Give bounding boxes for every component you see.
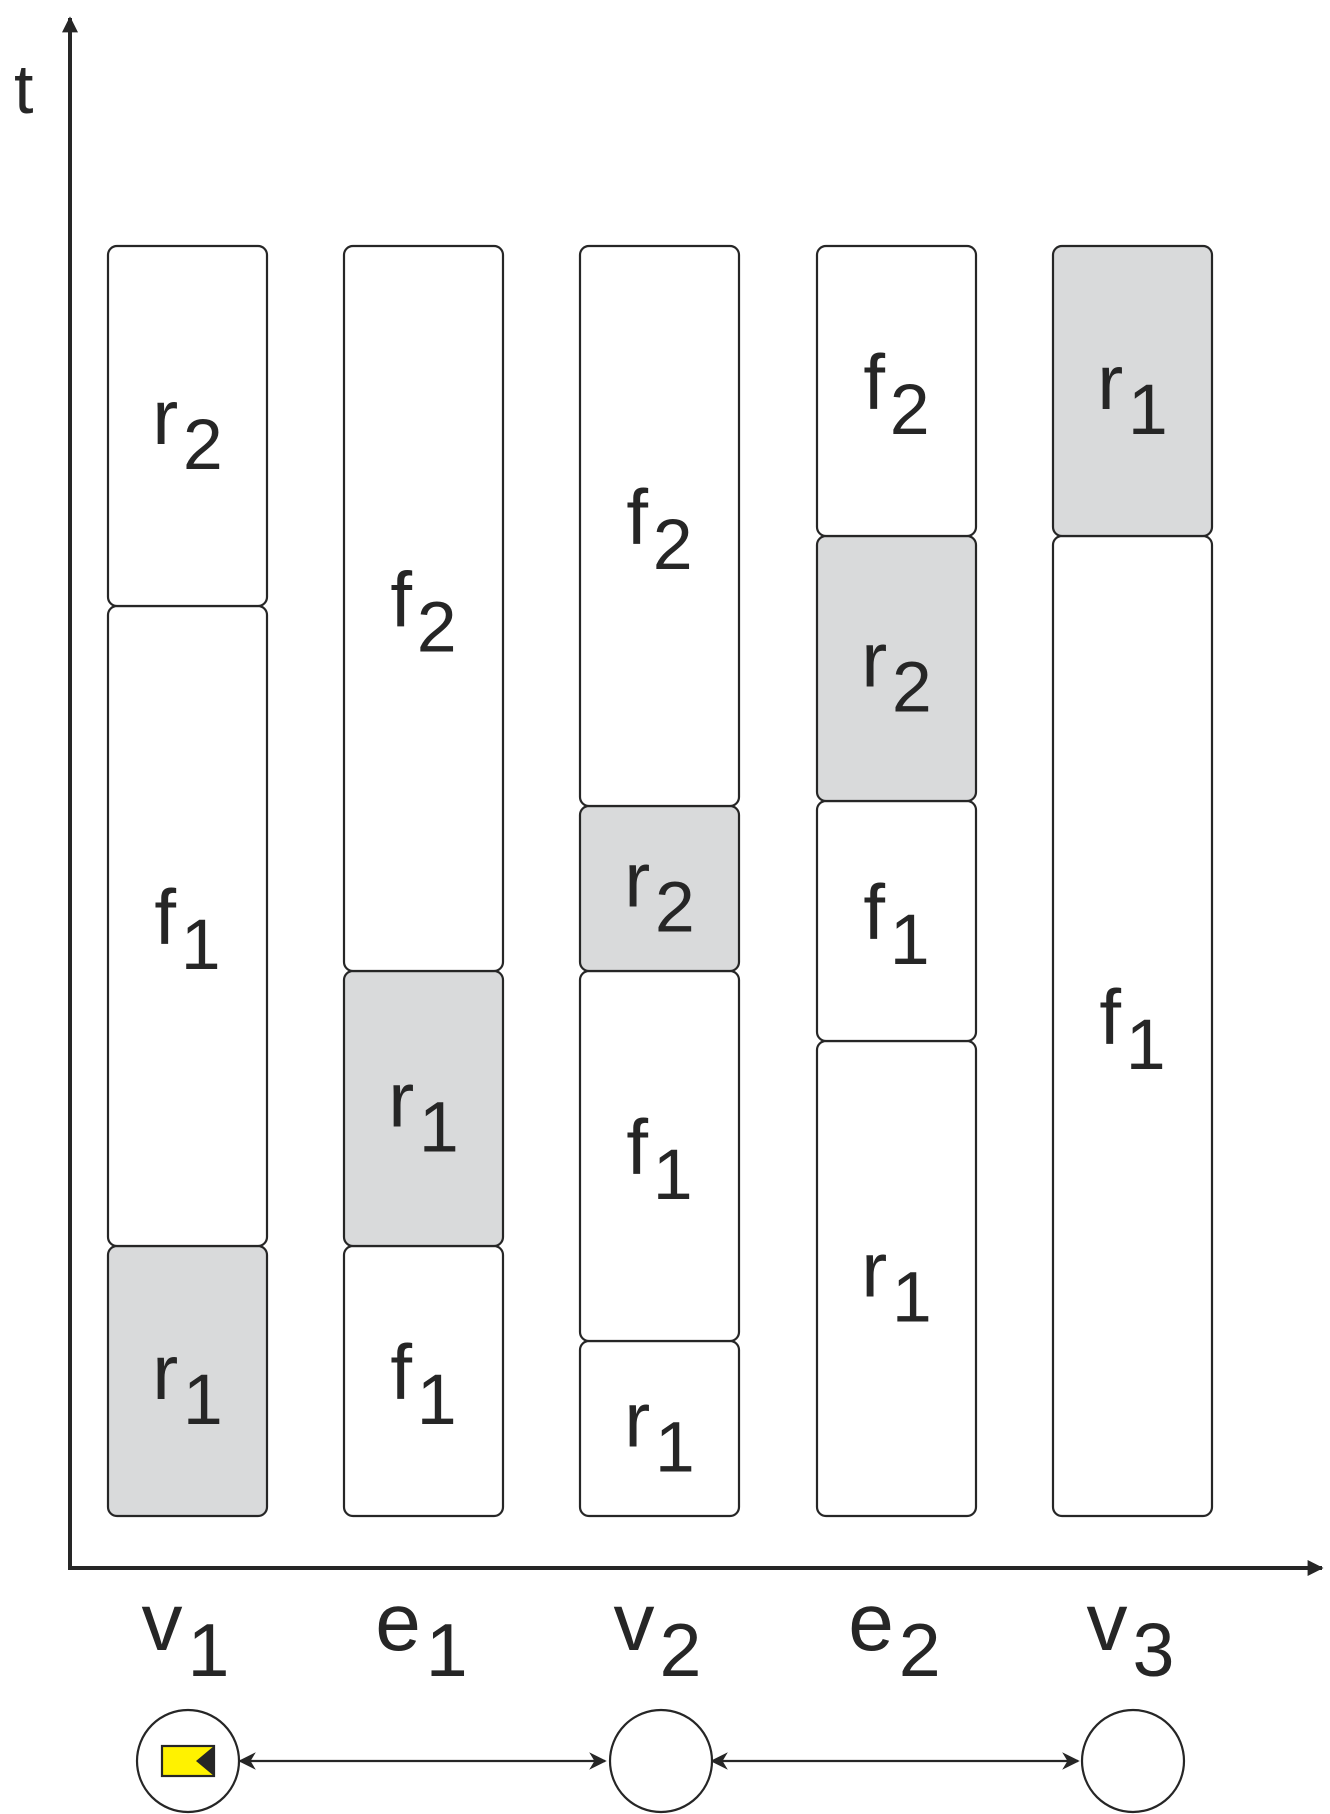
block-v1-r2: [106, 244, 269, 608]
block-label-v1-f1: f1: [154, 873, 220, 985]
time-axis-label: t: [14, 50, 33, 128]
block-label-e2-f1: f1: [863, 868, 929, 980]
block-e2-f2: [815, 244, 978, 538]
column-labels: v1 e1 v2 e2 v3: [142, 1577, 1175, 1692]
block-label-e2-f2: f2: [863, 338, 929, 450]
column-label-v1: v1: [142, 1577, 230, 1692]
block-v2-f2: [578, 244, 741, 808]
column-label-e2: e2: [848, 1577, 940, 1692]
block-label-e1-r1: r1: [388, 1056, 459, 1168]
block-label-v2-f1: f1: [626, 1103, 692, 1215]
block-label-v2-r2: r2: [624, 836, 695, 948]
block-label-v2-r1: r1: [624, 1376, 695, 1488]
column-label-v2: v2: [614, 1577, 702, 1692]
block-label-e1-f1: f1: [390, 1328, 456, 1440]
block-label-e1-f2: f2: [390, 556, 456, 668]
graph: [135, 1708, 1186, 1814]
column-label-v3: v3: [1087, 1577, 1175, 1692]
block-e1-f2: [342, 244, 505, 973]
block-label-e2-r1: r1: [861, 1226, 932, 1338]
node-v2: [608, 1708, 714, 1814]
agent-icon: [160, 1744, 216, 1778]
block-label-v1-r1: r1: [152, 1328, 223, 1440]
block-label-v3-f1: f1: [1099, 973, 1165, 1085]
column-label-e1: e1: [375, 1577, 467, 1692]
block-label-v3-r1: r1: [1097, 338, 1168, 450]
time-blocks: r1 f1 r2 f1 r1 f2 r1 f1 r2 f2 r1 f1 r2 f2 f1 r1: [106, 244, 1214, 1518]
block-label-v2-f2: f2: [626, 473, 692, 585]
block-label-v1-r2: r2: [152, 373, 223, 485]
block-label-e2-r2: r2: [861, 616, 932, 728]
block-v3-r1: [1051, 244, 1214, 538]
node-v3: [1080, 1708, 1186, 1814]
